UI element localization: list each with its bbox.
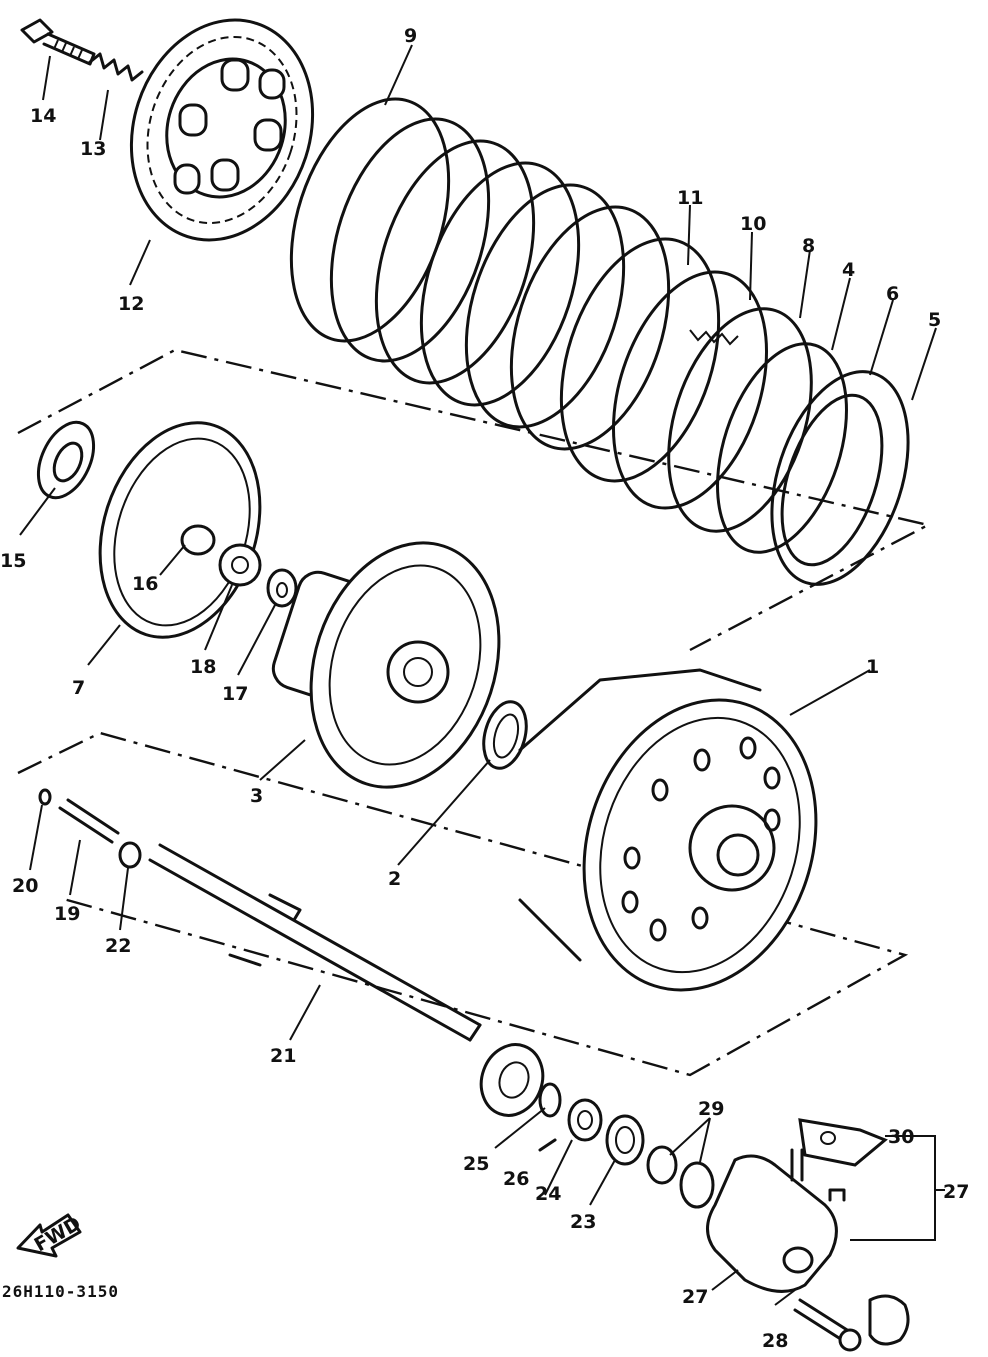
bracket-30 — [790, 1118, 888, 1182]
callout-25: 25 — [463, 1153, 489, 1175]
callout-12: 12 — [118, 293, 144, 315]
callout-6: 6 — [886, 283, 899, 305]
leader-lines — [19, 44, 945, 1306]
push-lever-27 — [706, 1154, 846, 1293]
fwd-arrow-icon — [16, 1213, 82, 1258]
push-rod-21 — [148, 843, 482, 1042]
spring-13 — [88, 52, 144, 82]
part-behind-28 — [868, 1294, 910, 1346]
callout-24: 24 — [535, 1183, 561, 1205]
callout-13: 13 — [80, 138, 106, 160]
callout-10: 10 — [740, 213, 766, 235]
seal-23 — [605, 1114, 645, 1166]
plate-stack — [289, 97, 910, 586]
drawing-code: 26H110-3150 — [2, 1282, 119, 1301]
callout-3: 3 — [250, 785, 263, 807]
boundary-clutch-plates — [17, 348, 932, 652]
nut-18 — [218, 543, 262, 587]
pressure-plate-12 — [129, 18, 315, 242]
callout-9: 9 — [404, 25, 417, 47]
callout-labels: 1 2 3 4 5 6 7 8 9 10 11 12 13 14 15 16 1… — [0, 25, 969, 1352]
callout-18: 18 — [190, 656, 216, 678]
callout-22: 22 — [105, 935, 131, 957]
part-16 — [180, 524, 216, 556]
washer-17 — [266, 568, 298, 608]
seal-29 — [646, 1145, 715, 1209]
ball-22 — [118, 841, 142, 869]
pressure-plate-7 — [98, 421, 262, 639]
callout-14: 14 — [30, 105, 56, 127]
clutch-housing-1 — [518, 668, 818, 992]
ball-20 — [38, 788, 52, 806]
pin-26 — [538, 1138, 557, 1152]
callout-27: 27 — [943, 1181, 969, 1203]
bolt-28-head — [838, 1328, 862, 1352]
bearing-25 — [479, 1043, 545, 1117]
callout-27-lower: 27 — [682, 1286, 708, 1308]
push-rod-19 — [58, 798, 120, 844]
fwd-label: FWD — [31, 1212, 85, 1256]
thrust-washer-2 — [482, 700, 528, 770]
callout-7: 7 — [72, 677, 85, 699]
callout-23: 23 — [570, 1211, 596, 1233]
clutch-boss-3 — [271, 541, 501, 789]
callout-19: 19 — [54, 903, 80, 925]
callout-29: 29 — [698, 1098, 724, 1120]
callout-21: 21 — [270, 1045, 296, 1067]
callout-5: 5 — [928, 309, 941, 331]
callout-20: 20 — [12, 875, 38, 897]
callout-26: 26 — [503, 1168, 529, 1190]
callout-30: 30 — [888, 1126, 914, 1148]
callout-4: 4 — [842, 259, 855, 281]
bush-24 — [567, 1098, 603, 1142]
bolt-14 — [20, 18, 96, 66]
bearing-15 — [36, 420, 96, 500]
callout-16: 16 — [132, 573, 158, 595]
boundary-clutch-shaft — [17, 731, 909, 1077]
callout-8: 8 — [802, 235, 815, 257]
callout-17: 17 — [222, 683, 248, 705]
callout-15: 15 — [0, 550, 26, 572]
callout-28: 28 — [762, 1330, 788, 1352]
callout-11: 11 — [677, 187, 703, 209]
callout-2: 2 — [388, 868, 401, 890]
callout-1: 1 — [866, 656, 879, 678]
oring-25b — [538, 1082, 562, 1118]
